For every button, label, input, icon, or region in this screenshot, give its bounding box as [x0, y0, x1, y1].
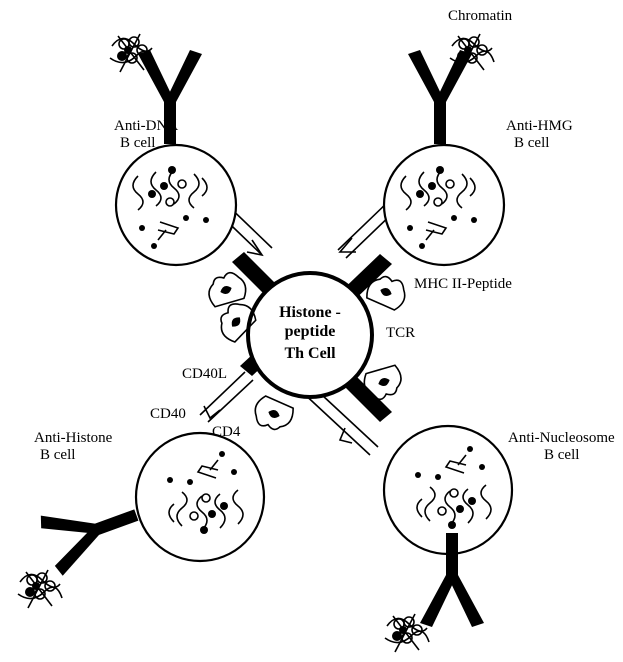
label-th-line1: Histone - — [279, 304, 341, 321]
anti-hmg-b-cell — [384, 145, 504, 265]
label-mhc-peptide: MHC II-Peptide — [414, 276, 512, 292]
label-th-line2: peptide — [285, 323, 336, 340]
label-anti-hmg: Anti-HMG — [506, 118, 573, 134]
antibody-anti-histone — [37, 485, 147, 577]
label-cd4: CD4 — [212, 424, 241, 440]
label-anti-dna-b-cell: B cell — [120, 135, 155, 151]
label-anti-histone-b-cell: B cell — [40, 447, 75, 463]
anti-dna-b-cell — [116, 145, 236, 265]
label-chromatin: Chromatin — [448, 8, 513, 24]
label-anti-hmg-b-cell: B cell — [514, 135, 549, 151]
label-cd40: CD40 — [150, 406, 186, 422]
anti-histone-b-cell — [136, 433, 264, 561]
antibody-anti-hmg — [408, 50, 472, 144]
label-anti-histone: Anti-Histone — [34, 430, 113, 446]
label-anti-nucleosome-b-cell: B cell — [544, 447, 579, 463]
label-th-line3: Th Cell — [284, 345, 336, 362]
label-anti-dna: Anti-DNA — [114, 118, 178, 134]
label-anti-nucleosome: Anti-Nucleosome — [508, 430, 615, 446]
label-tcr: TCR — [386, 325, 415, 341]
label-cd40l: CD40L — [182, 366, 227, 382]
